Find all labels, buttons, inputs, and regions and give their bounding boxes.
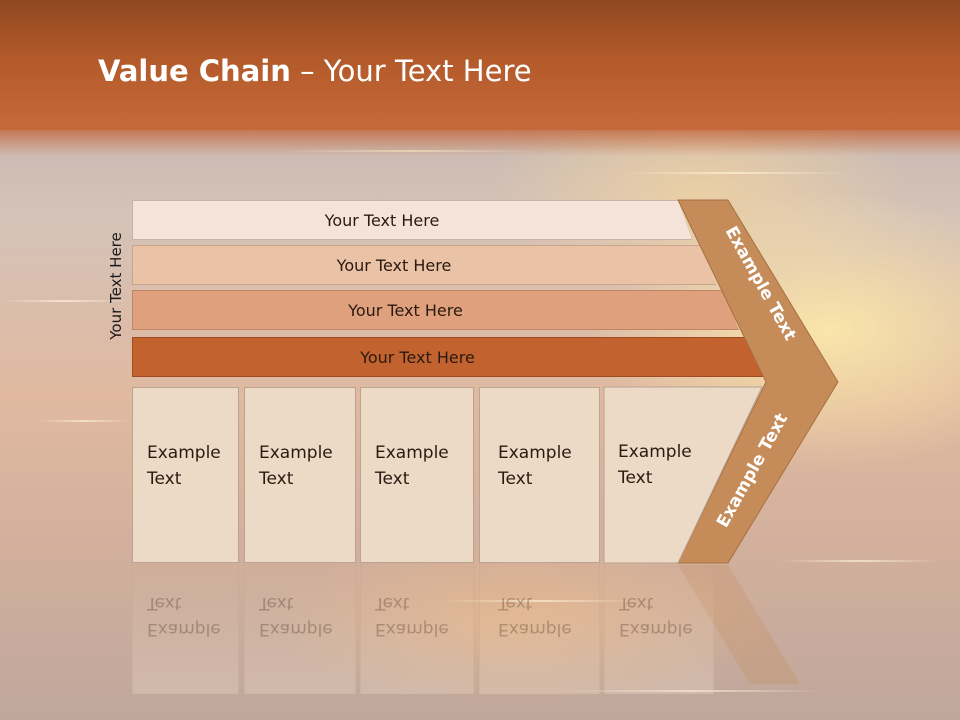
value-bar-1-label: Your Text Here [324, 210, 440, 230]
slide-title-rest: – Your Text Here [290, 54, 532, 88]
activity-box-2-line1: Example [259, 443, 333, 463]
activity-box-3-line2: Text [375, 469, 410, 489]
slide-title: Value Chain – Your Text Here [98, 54, 532, 88]
box-reflection-1-line1: Example [147, 619, 221, 639]
value-bar-3: Your Text Here [132, 290, 739, 330]
box-reflection-2: Example Text [244, 564, 356, 694]
value-bar-2-label: Your Text Here [336, 255, 452, 275]
title-banner-fade [0, 126, 960, 156]
activity-box-2: Example Text [244, 387, 356, 563]
activity-box-1-line1: Example [147, 443, 221, 463]
box-reflection-5: Example Text [604, 564, 714, 694]
activity-box-1-line2: Text [147, 469, 182, 489]
box-reflection-1-line2: Text [147, 593, 182, 613]
chevron-reflection [678, 565, 800, 684]
box-reflection-1: Example Text [132, 564, 239, 694]
slide-title-bold: Value Chain [98, 54, 291, 88]
box-reflection-5-line1: Example [619, 619, 693, 639]
activity-box-3-line1: Example [375, 443, 449, 463]
title-banner [0, 0, 960, 130]
activity-box-1: Example Text [132, 387, 239, 563]
box-reflection-5-line2: Text [619, 593, 654, 613]
box-reflection-4-line1: Example [498, 619, 572, 639]
activity-box-3: Example Text [360, 387, 474, 563]
box-reflection-3: Example Text [360, 564, 474, 694]
value-bar-3-label: Your Text Here [348, 300, 463, 320]
box-reflection-2-line2: Text [259, 593, 294, 613]
value-bar-4-label: Your Text Here [360, 347, 475, 367]
box-reflection-4-line2: Text [498, 593, 533, 613]
activity-box-4-line2: Text [498, 469, 533, 489]
box-reflection-3-line2: Text [375, 593, 410, 613]
activity-box-4-line1: Example [498, 443, 572, 463]
box-reflection-4: Example Text [479, 564, 600, 694]
box-reflection-3-line1: Example [375, 619, 449, 639]
activity-box-4: Example Text [479, 387, 600, 563]
value-bar-1: Your Text Here [132, 200, 692, 240]
box-reflection-2-line1: Example [259, 619, 333, 639]
value-bar-2: Your Text Here [132, 245, 716, 285]
activity-box-2-line2: Text [259, 469, 294, 489]
